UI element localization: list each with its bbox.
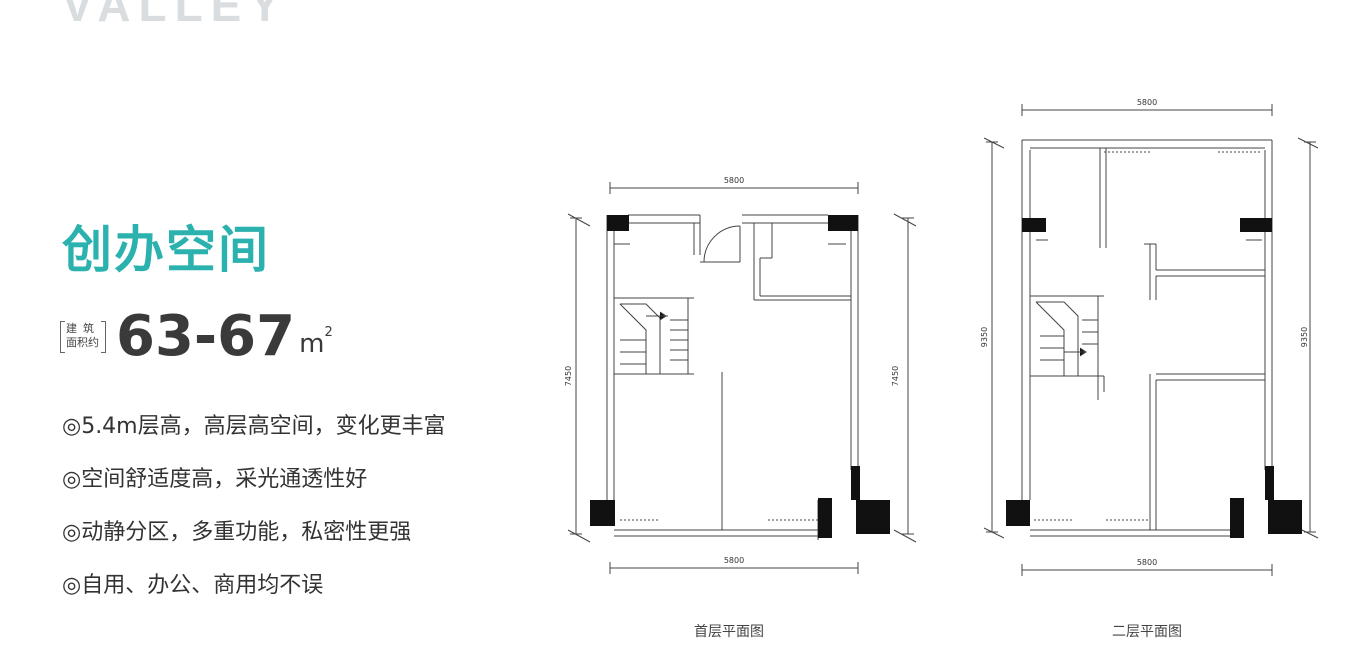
dim-left-1: 7450 bbox=[564, 366, 573, 386]
wall-column bbox=[1265, 466, 1274, 500]
wall-column bbox=[818, 498, 832, 538]
wall-column bbox=[590, 500, 615, 526]
area-label-line1: 建筑 bbox=[66, 322, 100, 335]
dim-bottom-2: 5800 bbox=[1137, 558, 1157, 567]
area-block: 建筑 面积约 63-67 m2 bbox=[60, 297, 333, 367]
caption-first-floor: 首层平面图 bbox=[694, 624, 764, 640]
feature-item-2: ◎空间舒适度高，采光通透性好 bbox=[62, 467, 368, 492]
page-title: 创办空间 bbox=[62, 221, 270, 279]
wall-column bbox=[607, 215, 629, 231]
dim-right-2: 9350 bbox=[1300, 327, 1309, 347]
wall-column bbox=[1006, 500, 1030, 526]
wall-column bbox=[1022, 218, 1046, 232]
dim-left-2: 9350 bbox=[980, 327, 989, 347]
feature-item-3: ◎动静分区，多重功能，私密性更强 bbox=[62, 520, 412, 545]
wall-column bbox=[1268, 500, 1302, 534]
second-floor-plan bbox=[983, 104, 1319, 576]
wall-column bbox=[828, 215, 858, 231]
wall-column bbox=[851, 466, 860, 500]
area-unit-sup: 2 bbox=[324, 325, 333, 340]
area-unit: m2 bbox=[299, 325, 333, 359]
caption-second-floor: 二层平面图 bbox=[1112, 624, 1182, 640]
feature-item-4: ◎自用、办公、商用均不误 bbox=[62, 573, 324, 598]
feature-item-1: ◎5.4m层高，高层高空间，变化更丰富 bbox=[62, 414, 446, 439]
area-value: 63-67 bbox=[116, 304, 296, 369]
dim-right-1: 7450 bbox=[891, 366, 900, 386]
bracket-left bbox=[60, 321, 65, 353]
wall-column bbox=[856, 500, 890, 534]
dim-top-1: 5800 bbox=[724, 176, 744, 185]
wall-column bbox=[1230, 498, 1244, 538]
bracket-right bbox=[101, 321, 106, 353]
wall-column bbox=[1240, 218, 1272, 232]
area-unit-text: m bbox=[299, 329, 325, 359]
area-label: 建筑 面积约 bbox=[60, 319, 106, 355]
brand-logo-text: VALLEY bbox=[62, 0, 289, 31]
area-label-line2: 面积约 bbox=[66, 336, 99, 349]
dim-bottom-1: 5800 bbox=[724, 556, 744, 565]
dim-top-2: 5800 bbox=[1137, 98, 1157, 107]
